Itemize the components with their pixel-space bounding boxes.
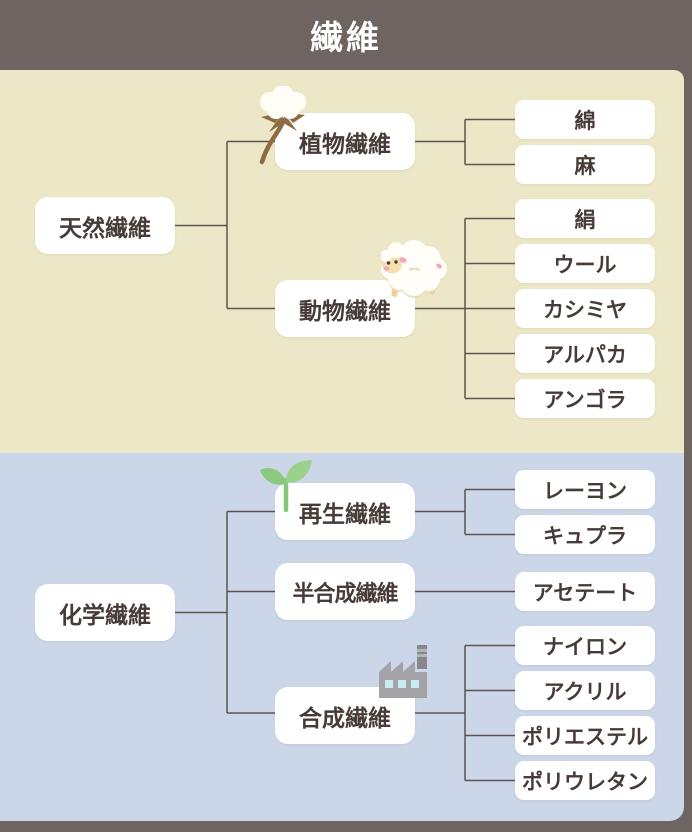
leaf-cupra: キュプラ bbox=[515, 515, 655, 554]
node-animal-fibers: 動物繊維 bbox=[275, 280, 415, 337]
leaf-hemp: 麻 bbox=[515, 145, 655, 184]
leaf-wool: ウール bbox=[515, 244, 655, 283]
node-semi-synthetic-fibers: 半合成繊維 bbox=[275, 563, 415, 620]
leaf-acrylic: アクリル bbox=[515, 671, 655, 710]
node-plant-fibers: 植物繊維 bbox=[275, 113, 415, 170]
leaf-rayon: レーヨン bbox=[515, 470, 655, 509]
node-synthetic-fibers: 合成繊維 bbox=[275, 687, 415, 744]
leaf-cotton: 綿 bbox=[515, 100, 655, 139]
leaf-acetate: アセテート bbox=[515, 572, 655, 611]
node-regenerated-fibers: 再生繊維 bbox=[275, 483, 415, 540]
leaf-alpaca: アルパカ bbox=[515, 334, 655, 373]
page-title: 繊維 bbox=[310, 18, 382, 57]
page-header: 繊維 bbox=[0, 0, 692, 70]
leaf-polyester: ポリエステル bbox=[515, 716, 655, 755]
leaf-cashmere: カシミヤ bbox=[515, 289, 655, 328]
leaf-angora: アンゴラ bbox=[515, 379, 655, 418]
leaf-silk: 絹 bbox=[515, 199, 655, 238]
leaf-nylon: ナイロン bbox=[515, 626, 655, 665]
node-natural-fibers: 天然繊維 bbox=[35, 197, 175, 254]
node-chemical-fibers: 化学繊維 bbox=[35, 584, 175, 641]
leaf-polyurethane: ポリウレタン bbox=[515, 761, 655, 800]
